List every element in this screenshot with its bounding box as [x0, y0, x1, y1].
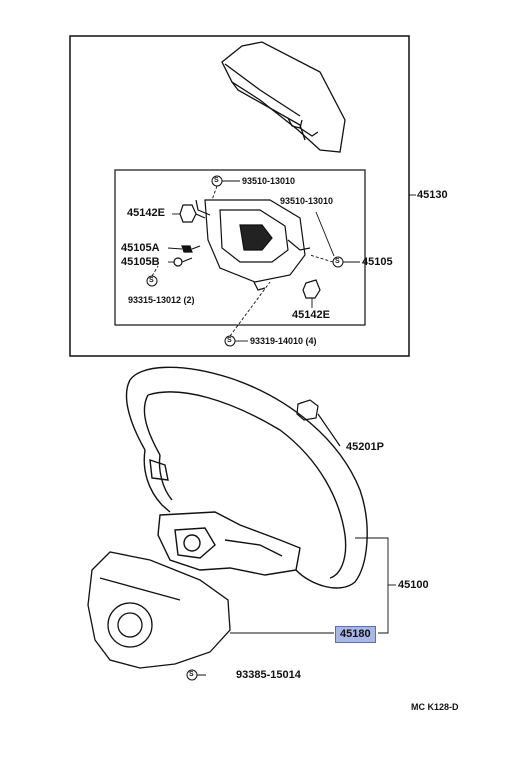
- assembly-frame: [69, 35, 410, 357]
- label-45100: 45100: [398, 579, 429, 591]
- label-45105a: 45105A: [121, 242, 160, 254]
- standard-part-badges: [146, 175, 344, 681]
- label-93315-13012: 93315-13012 (2): [128, 295, 195, 305]
- label-93385-15014: 93385-15014: [236, 669, 301, 681]
- label-93510-13010-a: 93510-13010: [242, 176, 296, 186]
- steering-wheel: [125, 366, 368, 589]
- label-45180-highlighted[interactable]: 45180: [335, 626, 376, 643]
- badge-s-45105: S: [335, 258, 340, 265]
- label-45142e-top: 45142E: [127, 207, 165, 219]
- horn-module: [195, 199, 311, 291]
- badge-s-93510a: S: [214, 177, 219, 184]
- nut-45201p: [296, 399, 341, 447]
- diagram-reference-code: MC K128-D: [411, 702, 459, 712]
- leader-lines-upper: [151, 180, 416, 342]
- label-45105: 45105: [362, 256, 393, 268]
- screw-45105a: [181, 245, 201, 253]
- bracket-45142e-bottom: [302, 279, 321, 299]
- label-93319-14010: 93319-14010 (4): [250, 336, 317, 346]
- label-45105b: 45105B: [121, 256, 160, 268]
- badge-s-93315: S: [149, 277, 154, 284]
- subassembly-frame: [114, 169, 366, 326]
- leader-lines-lower: [230, 537, 396, 634]
- label-93510-13010-b: 93510-13010: [280, 196, 334, 206]
- horn-pad-cover: [221, 41, 346, 153]
- label-45142e-bottom: 45142E: [292, 309, 330, 321]
- badge-s-93319: S: [227, 337, 232, 344]
- label-45201p: 45201P: [346, 441, 384, 453]
- nut-45105b: [173, 257, 193, 267]
- label-45130: 45130: [417, 189, 448, 201]
- bracket-45142e-top: [179, 204, 206, 223]
- lower-cover-45180: [87, 551, 231, 669]
- badge-s-93385: S: [189, 671, 194, 678]
